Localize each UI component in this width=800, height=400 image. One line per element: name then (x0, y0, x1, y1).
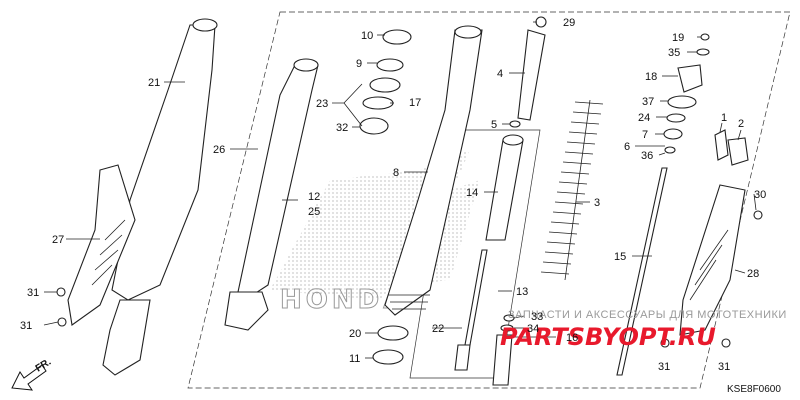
callout-27: 27 (52, 234, 64, 246)
bracket-1 (714, 129, 729, 161)
spring-guide-4 (517, 29, 546, 121)
callout-7: 7 (642, 129, 648, 141)
washer-24 (666, 113, 686, 123)
callout-34: 34 (527, 323, 539, 335)
callout-32: 32 (336, 122, 348, 134)
callout-36: 36 (641, 150, 653, 162)
diagram-code: KSE8F0600 (727, 384, 781, 395)
assembly-frame (187, 11, 791, 389)
bracket-2 (727, 137, 749, 166)
callout-5: 5 (491, 119, 497, 131)
o-ring-37 (667, 95, 697, 109)
callout-31-lower-left: 31 (20, 320, 32, 332)
callout-23: 23 (316, 98, 328, 110)
callout-4: 4 (497, 68, 503, 80)
callout-35: 35 (668, 47, 680, 59)
nut-29 (535, 16, 547, 28)
callout-10: 10 (361, 30, 373, 42)
callout-14: 14 (466, 187, 478, 199)
watermark-tagline: ЗАПЧАСТИ И АКСЕССУАРЫ ДЛЯ МОТОТЕХНИКИ (508, 309, 787, 321)
callout-15: 15 (614, 251, 626, 263)
o-ring-36 (664, 146, 676, 154)
nut-7 (663, 128, 683, 140)
callout-9: 9 (356, 58, 362, 70)
callout-29: 29 (563, 17, 575, 29)
callout-20: 20 (349, 328, 361, 340)
bolt-31c (660, 338, 670, 348)
direction-marker: FR. (11, 357, 53, 391)
watermark-logo: PARTSBYOPT.RU (500, 323, 716, 351)
fork-slider-8 (384, 25, 483, 316)
callout-31-upper-left: 31 (27, 287, 39, 299)
callout-28: 28 (747, 268, 759, 280)
fork-guard-28 (679, 184, 746, 336)
cap-bolt-18 (677, 64, 703, 93)
washer-34 (500, 324, 514, 332)
seal-stack (359, 29, 412, 135)
callout-22: 22 (432, 323, 444, 335)
damper-rod-13 (464, 249, 488, 346)
cartridge-14 (485, 139, 524, 241)
callout-21: 21 (148, 77, 160, 89)
ring-11 (372, 349, 404, 365)
callout-labels: 21 26 27 31 31 10 9 23 17 32 12 25 8 29 … (20, 17, 766, 373)
callout-13: 13 (516, 286, 528, 298)
leader-lines (43, 21, 757, 359)
callout-6: 6 (624, 141, 630, 153)
callout-18: 18 (645, 71, 657, 83)
ring-5 (509, 120, 521, 128)
fork-spring-3 (540, 99, 604, 281)
callout-19: 19 (672, 32, 684, 44)
callout-24: 24 (638, 112, 650, 124)
callout-33: 33 (531, 311, 543, 323)
fork-guard-27 (67, 164, 136, 326)
ring-20 (377, 325, 409, 341)
callout-17: 17 (409, 97, 421, 109)
honda-background-text: HONDA (280, 285, 407, 315)
bolt-31b (57, 317, 67, 327)
callout-12: 12 (308, 191, 320, 203)
bolt-30 (753, 210, 763, 220)
callout-11: 11 (349, 353, 360, 365)
inner-fork-tube-26 (224, 58, 319, 331)
honda-wing-background: HONDA (270, 150, 480, 316)
callout-1: 1 (721, 112, 727, 124)
outer-fork-tube-21 (102, 18, 218, 376)
bolt-31d (721, 338, 731, 348)
washer-35 (696, 48, 710, 56)
callout-31-lower-right: 31 (718, 361, 730, 373)
callout-25: 25 (308, 206, 320, 218)
callout-16: 16 (566, 332, 578, 344)
watermark: ЗАПЧАСТИ И АКСЕССУАРЫ ДЛЯ МОТОТЕХНИКИ PA… (500, 309, 787, 351)
callout-8: 8 (393, 167, 399, 179)
rod-end-22 (454, 344, 471, 371)
callout-2: 2 (738, 118, 744, 130)
callout-31-lower-mid: 31 (658, 361, 670, 373)
callout-37: 37 (642, 96, 654, 108)
callout-26: 26 (213, 144, 225, 156)
front-arrow-icon (11, 364, 47, 391)
bolt-31a (56, 287, 66, 297)
callout-3: 3 (594, 197, 600, 209)
bolt-19 (700, 33, 710, 41)
valve-16 (492, 334, 513, 386)
push-rod-15 (616, 167, 668, 376)
callout-30: 30 (754, 189, 766, 201)
